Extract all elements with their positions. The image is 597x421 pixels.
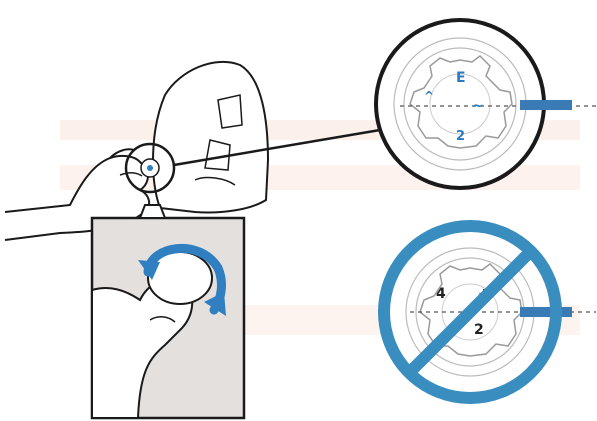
device-housing [153,62,268,213]
correct-detail-circle: E ^ ~ 2 [376,20,596,188]
alignment-bar-incorrect [520,307,572,317]
dial-mark-center: ~ [472,98,484,114]
incorrect-detail-circle: 4 + 2 [384,226,596,398]
dial-mark-top: E [456,70,466,86]
rotation-inset [92,205,244,418]
dial-mark-bottom-incorrect: 2 [474,322,484,338]
dial-mark-left: ^ [424,89,434,103]
alignment-bar [520,100,572,110]
dial-mark-left-incorrect: 4 [436,286,446,302]
dial-mark-bottom: 2 [456,129,465,144]
